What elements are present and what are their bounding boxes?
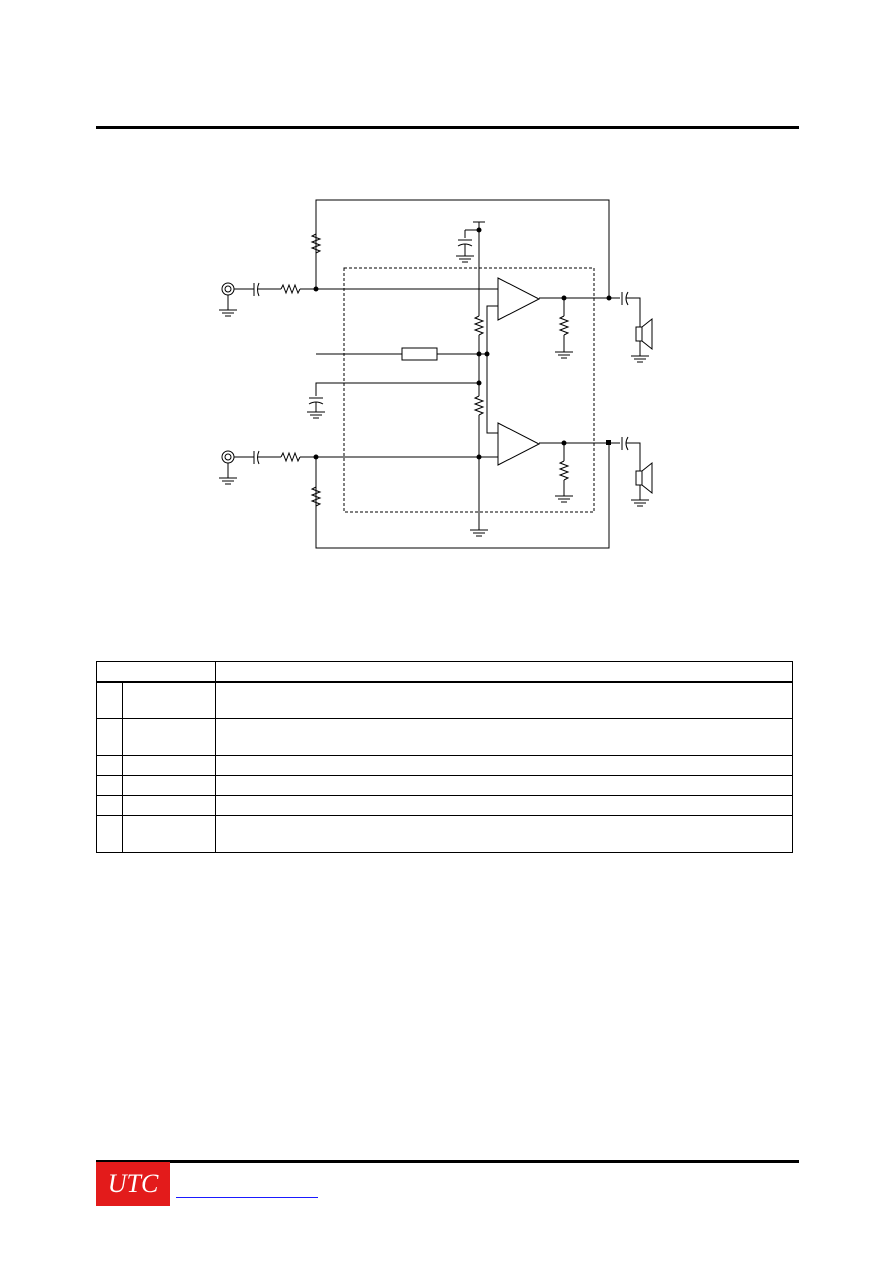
header-rule [96, 126, 799, 129]
table-row [96, 775, 793, 796]
op-amp-icon [497, 277, 541, 321]
ground-symbol-icon [631, 355, 649, 363]
ground-symbol-icon [219, 295, 237, 317]
ground-symbol-icon [555, 495, 573, 503]
pin-description-cell [215, 681, 793, 719]
op-amp-icon [497, 422, 541, 466]
capacitor-icon [253, 282, 260, 297]
feedback-loop-top [315, 199, 610, 298]
pin-description-table [96, 661, 793, 853]
pin-name-cell [122, 795, 216, 816]
table-row [96, 718, 793, 756]
resistor-icon [280, 283, 301, 295]
pin-name-cell [122, 815, 216, 853]
logo-text: UTC [107, 1169, 159, 1198]
rca-input-jack-icon [221, 450, 235, 464]
application-circuit-diagram [219, 199, 653, 549]
pin-description-cell [215, 795, 793, 816]
resistor-icon [310, 486, 322, 507]
table-row [96, 815, 793, 853]
resistor-icon [558, 315, 570, 336]
speaker-icon [635, 317, 653, 351]
pin-number-cell [96, 681, 123, 719]
resistor-icon [558, 460, 570, 481]
table-header-row [96, 661, 793, 683]
pin-number-cell [96, 795, 123, 816]
table-row [96, 795, 793, 816]
pin-description-cell [215, 775, 793, 796]
resistor-icon [473, 395, 485, 416]
pin-number-cell [96, 755, 123, 776]
ground-symbol-icon [631, 499, 649, 507]
footer-rule [96, 1160, 799, 1163]
pin-name-cell [122, 775, 216, 796]
ground-symbol-icon [555, 351, 573, 359]
resistor-icon [310, 233, 322, 254]
pin-name-cell [122, 718, 216, 756]
table-header-cell [96, 661, 216, 683]
resistor-icon [280, 451, 301, 463]
pin-description-cell [215, 755, 793, 776]
resistor-icon [401, 347, 438, 361]
ground-symbol-icon [307, 411, 325, 419]
pin-description-cell [215, 815, 793, 853]
pin-number-cell [96, 775, 123, 796]
speaker-icon [635, 461, 653, 495]
ground-symbol-icon [470, 529, 488, 537]
table-row [96, 755, 793, 776]
pin-description-cell [215, 718, 793, 756]
website-link-underline[interactable] [176, 1197, 318, 1198]
resistor-icon [473, 315, 485, 336]
capacitor-icon [253, 450, 260, 465]
table-row [96, 681, 793, 719]
pin-name-cell [122, 681, 216, 719]
utc-logo: UTC [96, 1162, 170, 1206]
pin-number-cell [96, 718, 123, 756]
ground-symbol-icon [456, 255, 474, 263]
table-header-cell [215, 661, 793, 683]
rca-input-jack-icon [221, 282, 235, 296]
pin-name-cell [122, 755, 216, 776]
ic-package-boundary [343, 267, 595, 513]
feedback-loop-bottom [315, 442, 610, 549]
ground-symbol-icon [219, 463, 237, 485]
pin-number-cell [96, 815, 123, 853]
